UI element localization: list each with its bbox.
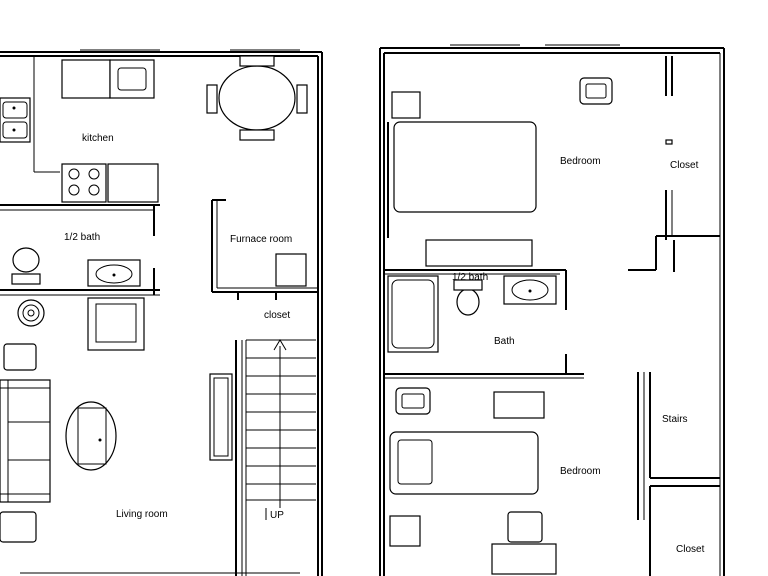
dining-table xyxy=(206,55,308,141)
chair-bottom-seat xyxy=(401,393,425,409)
bed-bottom xyxy=(389,431,539,495)
label-bedroom-bottom: Bedroom xyxy=(560,466,601,477)
desk-bottom xyxy=(491,543,557,575)
sofa xyxy=(0,379,51,503)
chair xyxy=(579,77,613,105)
label-stairs-up: UP xyxy=(270,510,284,521)
label-bedroom-top: Bedroom xyxy=(560,156,601,167)
furnace xyxy=(275,253,307,287)
dresser xyxy=(425,239,533,267)
chair-seat xyxy=(585,83,607,99)
nightstand xyxy=(391,91,421,119)
label-kitchen: kitchen xyxy=(82,133,114,144)
tv-console xyxy=(209,373,233,461)
label-stairs: Stairs xyxy=(662,414,688,425)
chair-bottom xyxy=(395,387,431,415)
kitchen-counter xyxy=(61,59,111,99)
label-closet-top: Closet xyxy=(670,160,699,171)
tv-console-inner xyxy=(213,377,229,457)
bathtub xyxy=(387,275,439,353)
bath-sink-upstairs xyxy=(503,275,557,305)
nightstand-bottom xyxy=(389,515,421,547)
second-floor: Bedroom Closet 1/2 bath Bat xyxy=(379,44,725,576)
refrigerator xyxy=(109,59,155,99)
bed xyxy=(393,121,537,213)
closet-knob xyxy=(665,139,673,145)
label-closet-1: closet xyxy=(264,310,290,321)
first-floor: kitchen 1/2 bath xyxy=(0,49,323,576)
stove xyxy=(61,163,107,203)
appliance-inner xyxy=(117,67,147,91)
armchair xyxy=(87,297,145,351)
label-half-bath-2: 1/2 bath xyxy=(452,272,488,283)
bath-sink xyxy=(87,259,141,287)
label-living-room: Living room xyxy=(116,509,168,520)
kitchen-sink xyxy=(0,97,31,143)
coffee-table xyxy=(65,401,117,471)
chair-desk xyxy=(507,511,543,543)
label-half-bath-1: 1/2 bath xyxy=(64,232,100,243)
side-chair xyxy=(0,511,37,543)
kitchen-cabinet xyxy=(107,163,159,203)
ottoman xyxy=(3,343,37,371)
toilet xyxy=(11,247,41,285)
label-furnace-room: Furnace room xyxy=(230,234,292,245)
label-bath: Bath xyxy=(494,336,515,347)
toilet-upstairs xyxy=(453,279,483,316)
round-stand xyxy=(17,299,45,327)
stairs-first-floor xyxy=(235,339,316,576)
desk xyxy=(493,391,545,419)
label-closet-bottom: Closet xyxy=(676,544,705,555)
